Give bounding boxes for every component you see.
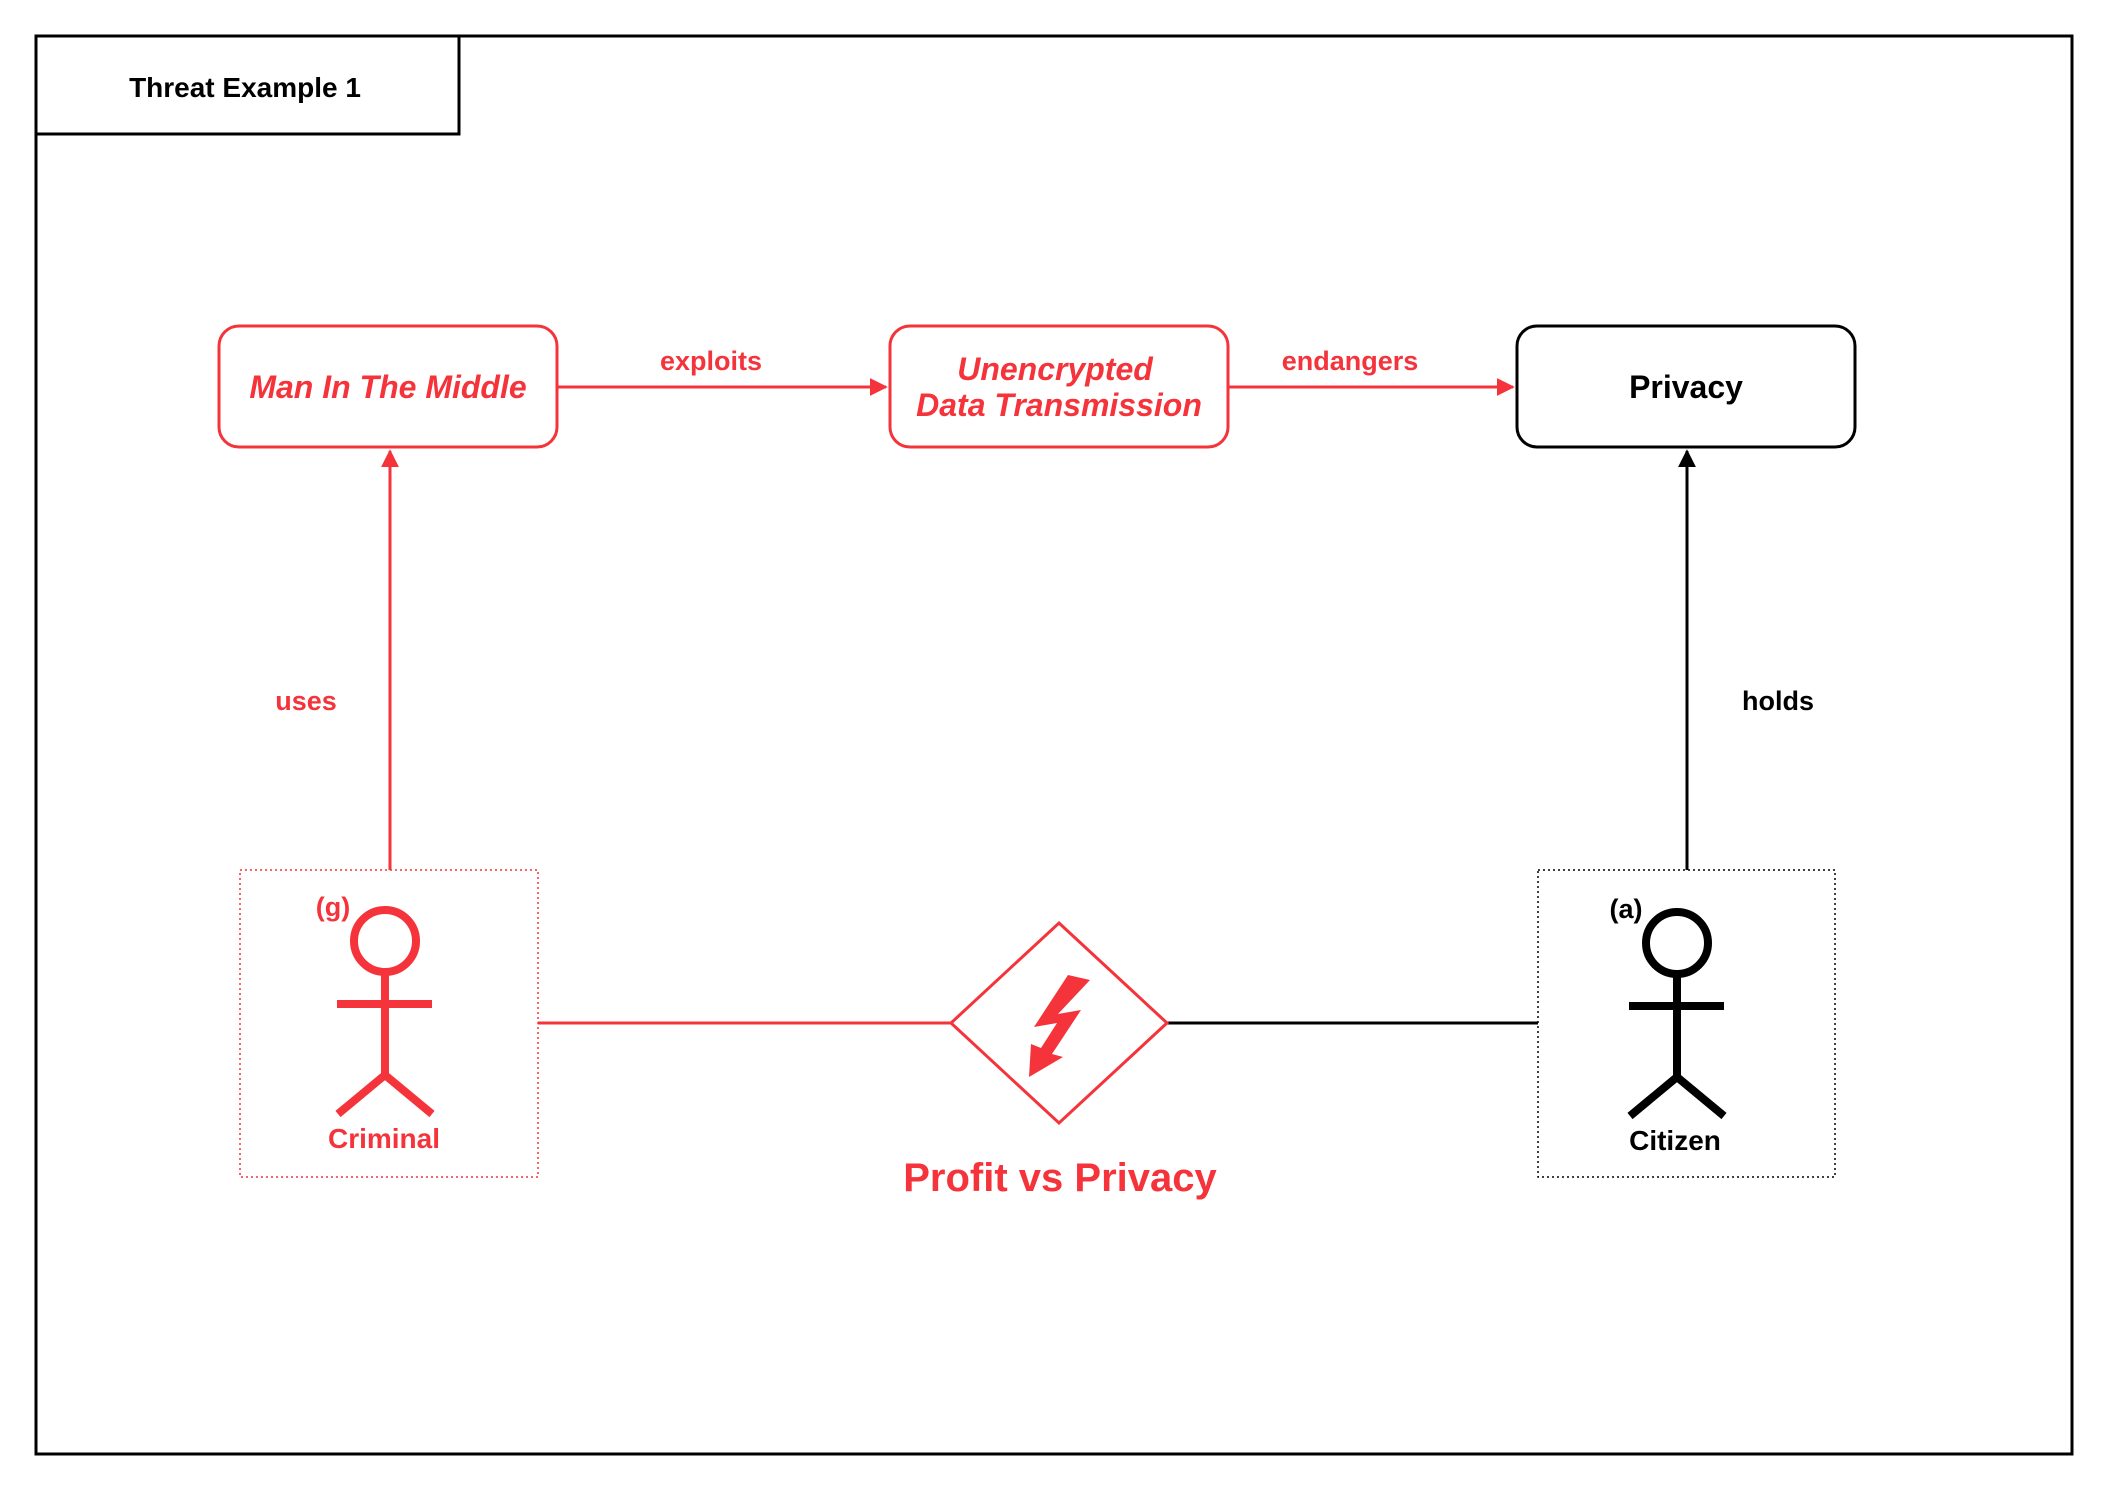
conflict-label: Profit vs Privacy — [903, 1156, 1217, 1200]
diagram-frame — [34, 34, 2074, 1456]
edge-holds: holds — [1678, 449, 1814, 870]
attack-node-label: Man In The Middle — [249, 369, 526, 405]
conflict-node[interactable] — [948, 920, 1170, 1126]
lightning-icon — [1029, 975, 1090, 1077]
edge-exploits: exploits — [557, 346, 888, 396]
asset-node-label: Privacy — [1629, 369, 1743, 405]
frame-title-tab: Threat Example 1 — [34, 34, 461, 136]
actor-citizen-name: Citizen — [1629, 1125, 1721, 1156]
edge-uses: uses — [275, 449, 399, 870]
edge-endangers-label: endangers — [1282, 346, 1419, 376]
edge-uses-label: uses — [275, 686, 337, 716]
actor-criminal[interactable]: (g) Criminal — [239, 869, 539, 1178]
criminal-stick-figure-icon — [335, 906, 435, 1118]
actor-criminal-tag: (g) — [316, 892, 350, 922]
asset-node[interactable]: Privacy — [1515, 324, 1857, 449]
actor-citizen[interactable]: (a) Citizen — [1537, 869, 1836, 1178]
frame-title: Threat Example 1 — [129, 72, 361, 103]
edge-endangers: endangers — [1228, 346, 1515, 396]
edge-holds-label: holds — [1742, 686, 1814, 716]
actor-citizen-tag: (a) — [1610, 894, 1643, 924]
vulnerability-node-label-line1: Unencrypted — [957, 351, 1154, 387]
attack-node[interactable]: Man In The Middle — [217, 324, 559, 449]
edge-exploits-label: exploits — [660, 346, 762, 376]
vulnerability-node[interactable]: Unencrypted Data Transmission — [888, 324, 1230, 449]
citizen-stick-figure-icon — [1627, 908, 1727, 1120]
actor-criminal-name: Criminal — [328, 1123, 440, 1154]
vulnerability-node-label-line2: Data Transmission — [916, 387, 1202, 423]
